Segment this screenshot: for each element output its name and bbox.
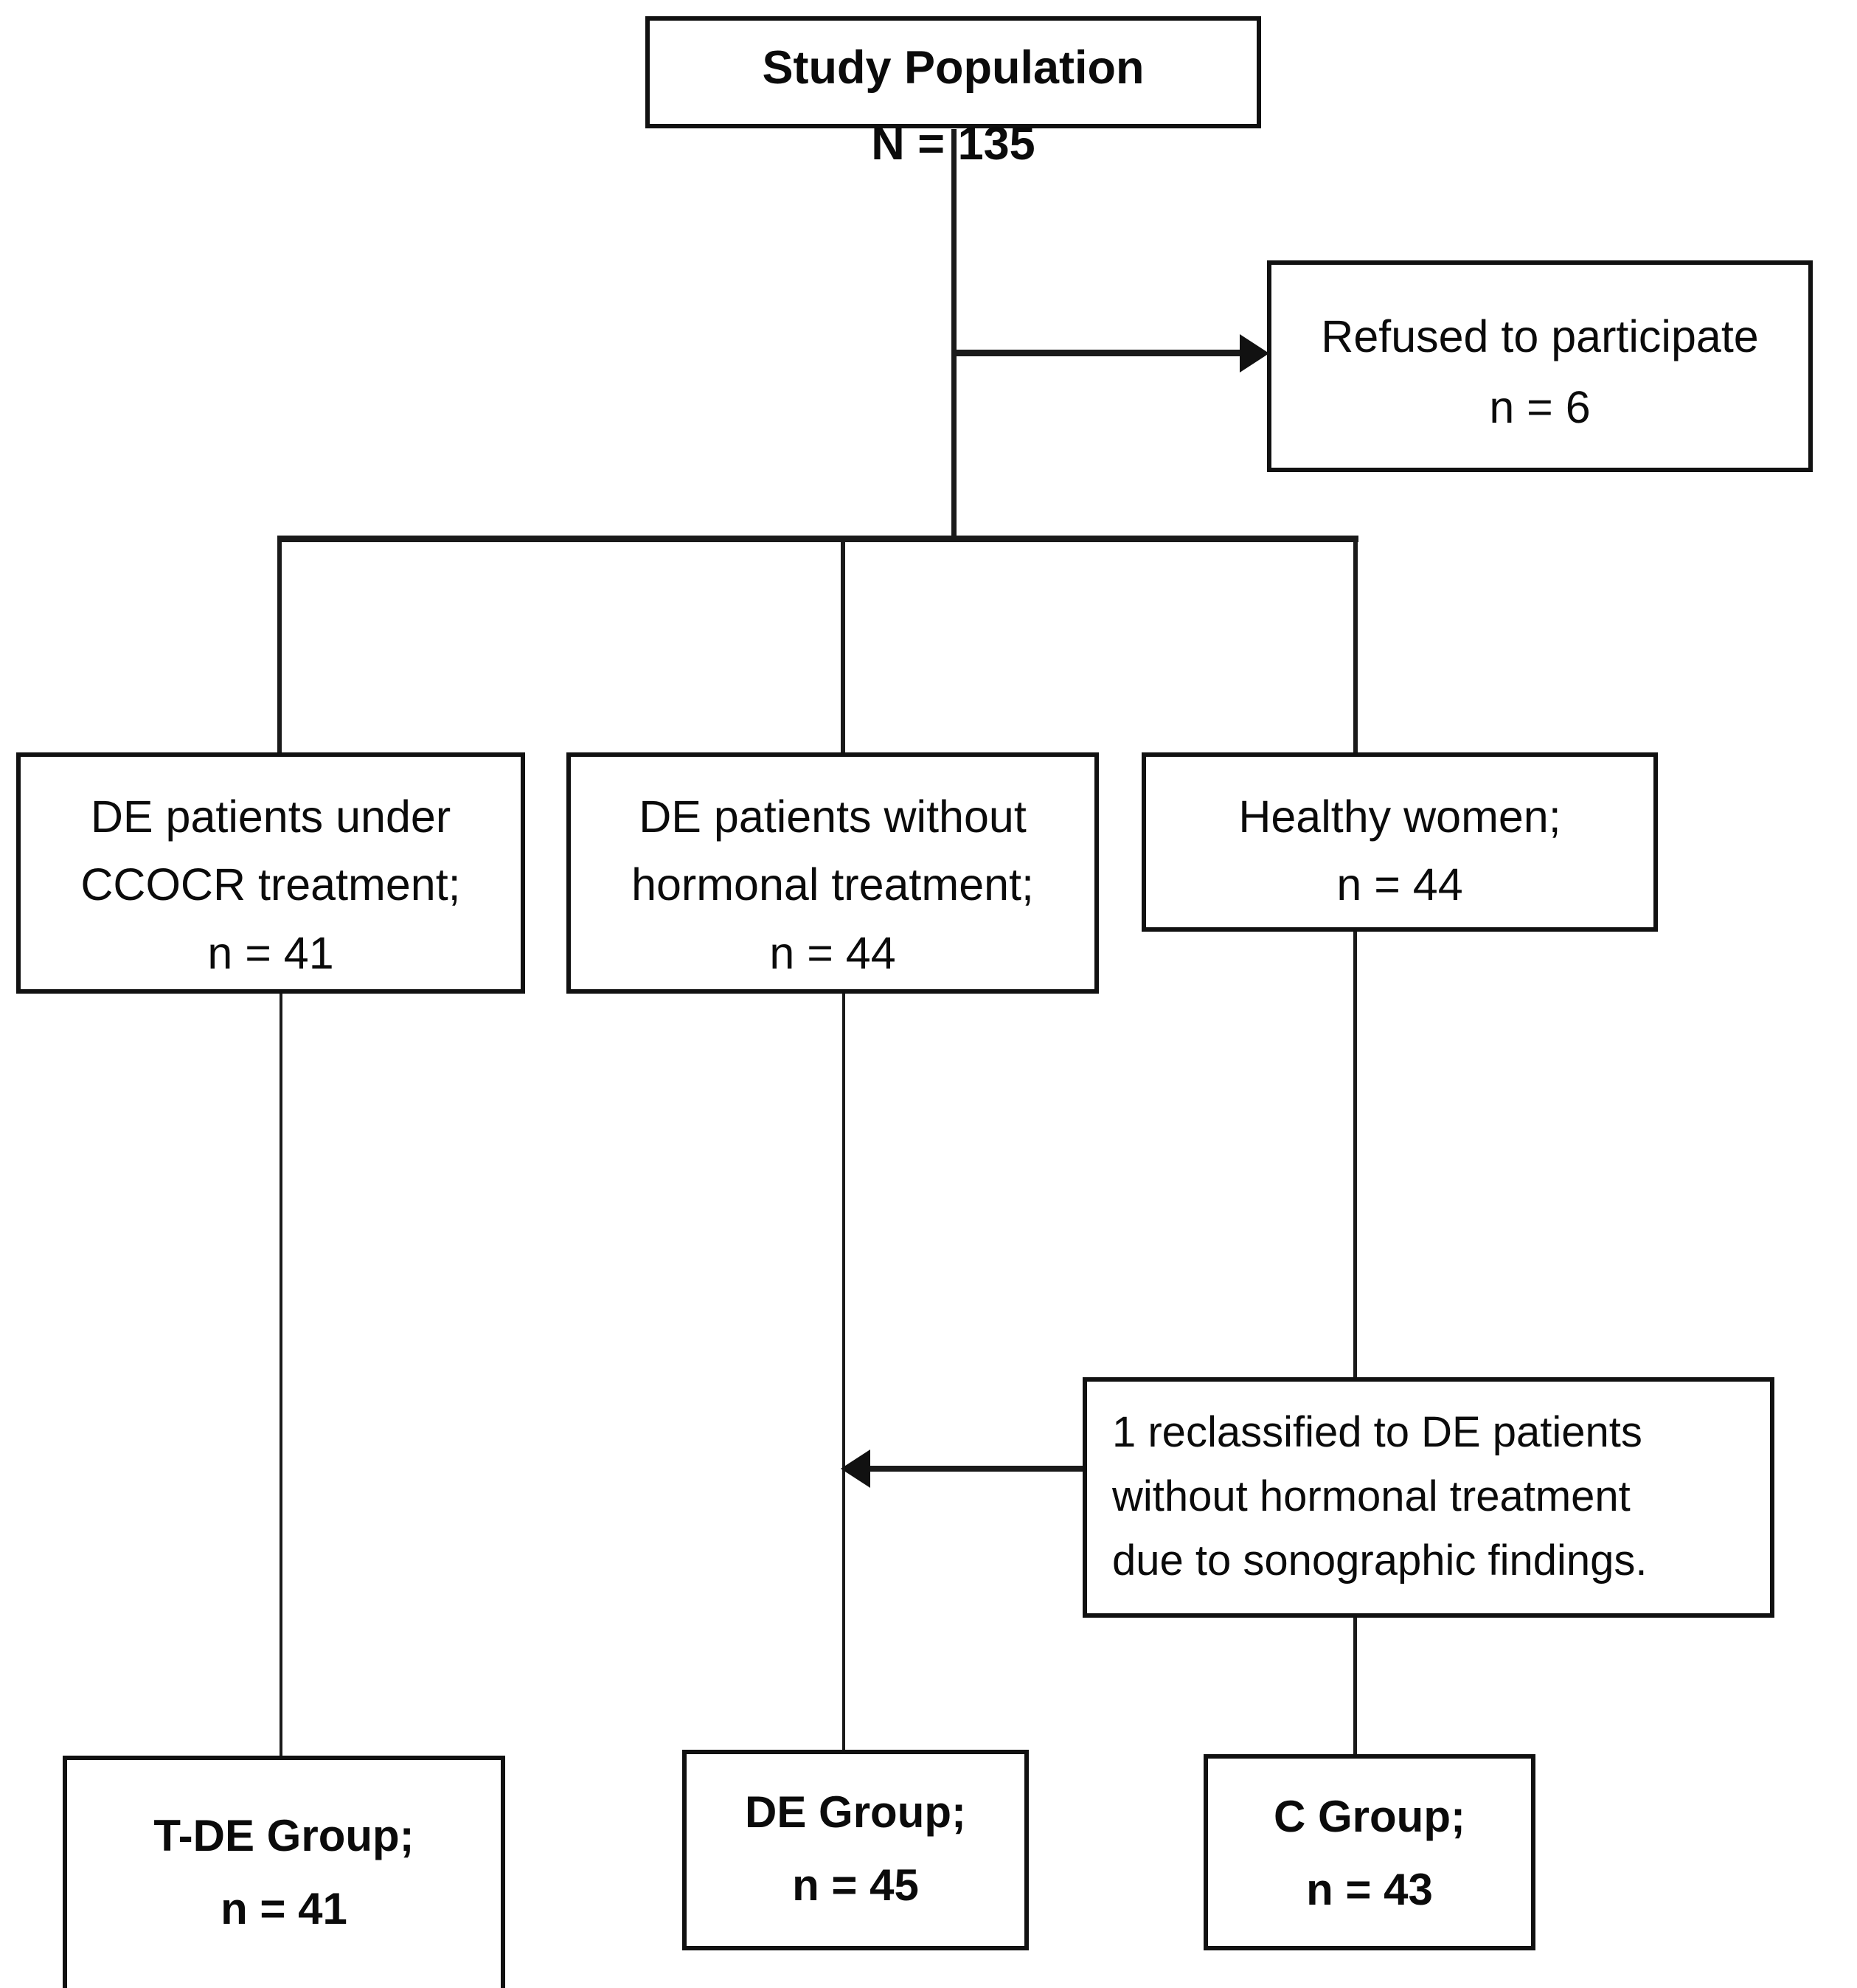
healthy-women-label: Healthy women;: [1238, 792, 1561, 842]
node-t-de-group[interactable]: T-DE Group; n = 41: [63, 1756, 505, 1988]
node-reclassified-note[interactable]: 1 reclassified to DE patients without ho…: [1083, 1377, 1774, 1618]
connector-split-bar: [277, 536, 1358, 542]
de-group-label: DE Group;: [745, 1787, 966, 1837]
reclassified-line-2: without hormonal treatment: [1112, 1472, 1631, 1520]
refused-count: n = 6: [1489, 382, 1591, 433]
connector-leg-de-treated: [277, 538, 282, 754]
connector-healthy-to-c-group: [1353, 931, 1357, 1756]
node-de-patients-untreated[interactable]: DE patients without hormonal treatment; …: [566, 752, 1099, 994]
node-c-group[interactable]: C Group; n = 43: [1204, 1754, 1535, 1950]
connector-trunk-main: [951, 129, 957, 538]
study-population-count: N = 135: [871, 117, 1035, 170]
c-group-count: n = 43: [1306, 1865, 1433, 1915]
refused-label: Refused to participate: [1321, 311, 1759, 361]
de-untreated-count: n = 44: [769, 927, 896, 978]
node-healthy-women[interactable]: Healthy women; n = 44: [1142, 752, 1658, 932]
node-study-population[interactable]: Study Population N = 135: [645, 16, 1261, 170]
de-treated-line-2: CCOCR treatment;: [80, 859, 461, 910]
connector-de-treated-to-t-de-group: [280, 992, 282, 1758]
study-population-title: Study Population: [762, 42, 1145, 94]
healthy-women-count: n = 44: [1336, 859, 1463, 910]
c-group-label: C Group;: [1274, 1792, 1465, 1841]
de-untreated-line-1: DE patients without: [639, 792, 1027, 842]
de-untreated-line-2: hormonal treatment;: [631, 859, 1034, 910]
arrowhead-to-refused: [1240, 334, 1269, 373]
de-treated-line-1: DE patients under: [90, 792, 451, 842]
arrowhead-reclassified: [841, 1450, 870, 1488]
connector-de-untreated-to-de-group: [842, 992, 845, 1752]
connector-to-refused: [954, 350, 1243, 356]
connector-leg-healthy: [1353, 538, 1358, 754]
reclassified-line-1: 1 reclassified to DE patients: [1112, 1408, 1642, 1456]
connector-leg-de-untreated: [841, 538, 845, 754]
de-treated-count: n = 41: [207, 927, 334, 978]
t-de-group-label: T-DE Group;: [153, 1811, 414, 1860]
de-group-count: n = 45: [792, 1860, 919, 1911]
node-de-group[interactable]: DE Group; n = 45: [682, 1750, 1029, 1950]
t-de-group-count: n = 41: [221, 1884, 347, 1934]
connector-reclassified-to-de-leg: [870, 1466, 1084, 1472]
node-de-patients-treated[interactable]: DE patients under CCOCR treatment; n = 4…: [16, 752, 525, 994]
node-refused-to-participate[interactable]: Refused to participate n = 6: [1267, 260, 1813, 472]
reclassified-line-3: due to sonographic findings.: [1112, 1536, 1648, 1584]
